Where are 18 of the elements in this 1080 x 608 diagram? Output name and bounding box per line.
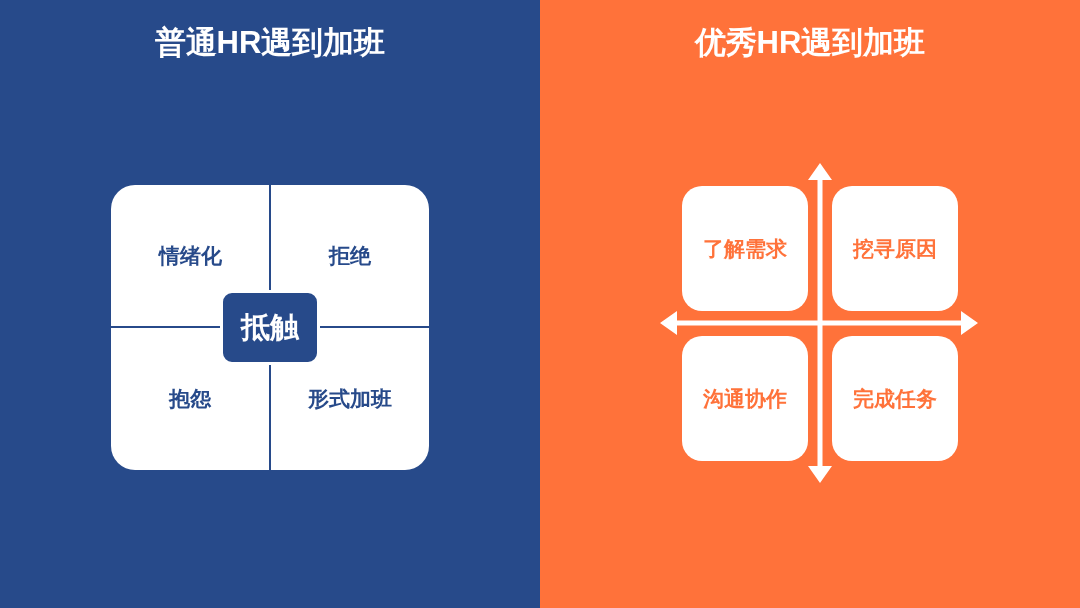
panel — [0, 0, 540, 608]
quadrant-label: 抱怨 — [169, 386, 211, 412]
card-label: 挖寻原因 — [853, 235, 937, 262]
center-label: 抵触 — [241, 310, 299, 345]
panel — [540, 0, 1080, 608]
card-label: 了解需求 — [703, 235, 787, 262]
panel-title: 优秀HR遇到加班 — [694, 24, 926, 62]
panel-title: 普通HR遇到加班 — [154, 24, 386, 62]
quadrant-label: 拒绝 — [329, 242, 371, 269]
card-label: 完成任务 — [853, 385, 937, 412]
quadrant-label: 情绪化 — [158, 242, 222, 269]
quadrant-label: 形式加班 — [308, 386, 392, 412]
rounded-card — [832, 336, 958, 461]
rounded-card — [832, 186, 958, 311]
card-label: 沟通协作 — [703, 385, 787, 412]
center-box — [220, 290, 320, 365]
rounded-card — [682, 186, 808, 311]
rounded-card — [682, 336, 808, 461]
